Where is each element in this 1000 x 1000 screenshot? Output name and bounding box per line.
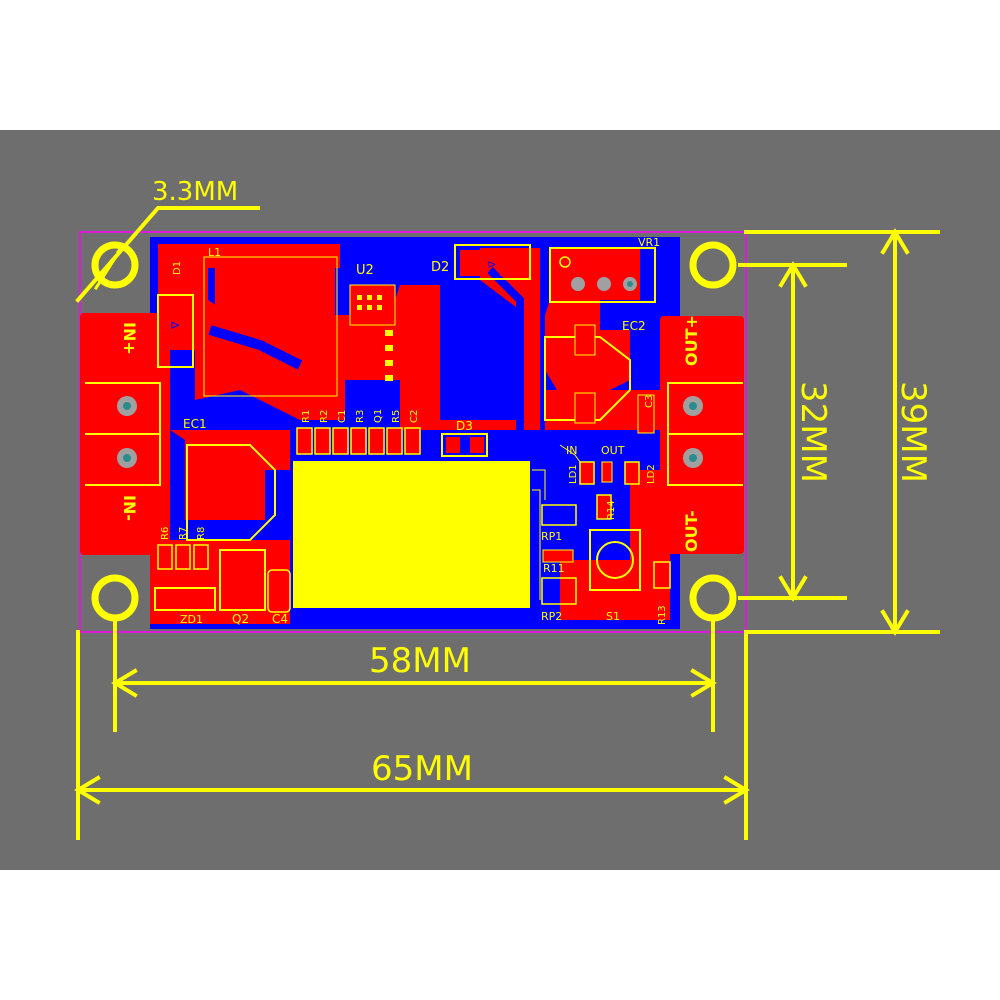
label-c3: C3: [644, 395, 655, 408]
copper-pour-bottom-left: [170, 430, 290, 520]
dimension-annotations: [74, 206, 940, 840]
label-r2: R2: [319, 410, 330, 423]
ic-u2: [349, 284, 396, 326]
label-r14: R14: [606, 500, 617, 520]
led-ld1: [579, 461, 595, 485]
label-d3: D3: [456, 419, 473, 433]
dimension-58mm: [111, 618, 717, 732]
dimension-label-65mm: 65MM: [371, 749, 473, 789]
svg-text:⊳: ⊳: [487, 258, 496, 271]
resistor-r13: [653, 561, 671, 589]
label-s1: S1: [606, 610, 620, 623]
copper-pour-top-right: [545, 247, 640, 395]
label-in-led: IN: [566, 444, 577, 457]
label-out-led: OUT: [601, 444, 625, 457]
copper-pour-bottom-right: [630, 470, 670, 620]
switch-s1: [589, 529, 641, 591]
signal-traces: [532, 444, 581, 600]
dimension-label-hole-diameter: 3.3MM: [152, 177, 238, 207]
label-q1: Q1: [373, 409, 384, 423]
label-u2: U2: [356, 263, 374, 278]
label-r11: R11: [543, 562, 565, 575]
label-r13: R13: [657, 605, 668, 625]
trimmer-vr1: [549, 247, 656, 303]
diode-d1: [157, 294, 194, 368]
label-out-plus: OUT+: [682, 315, 701, 366]
diode-d1-symbol: ⊳: [170, 318, 180, 332]
hole-diameter-leader: [75, 206, 260, 303]
output-terminal-block: [667, 382, 743, 486]
zener-zd1: [154, 587, 216, 611]
control-module: [293, 461, 530, 608]
capacitor-ec2-outline: [544, 336, 631, 421]
capacitor-ec1-outline: [186, 444, 276, 541]
label-ld2: LD2: [646, 464, 657, 484]
mounting-hole-top-left: [91, 241, 139, 289]
label-c4: C4: [272, 612, 288, 626]
label-ec1: EC1: [183, 417, 207, 431]
label-l1: L1: [208, 246, 221, 259]
resistor-pack-rp1: [541, 504, 577, 526]
pcb-board: ⊳ ⊳: [79, 231, 747, 633]
label-ec2: EC2: [622, 319, 646, 333]
switch-s1-actuator: [596, 541, 634, 579]
mounting-hole-top-right: [689, 241, 737, 289]
label-r1: R1: [301, 410, 312, 423]
trace-inductor-to-ic: [208, 325, 303, 370]
led-ld2: [624, 461, 640, 485]
resistor-r11: [542, 549, 574, 563]
input-terminal-block: [85, 382, 161, 486]
dimension-label-32mm: 32MM: [793, 381, 833, 483]
transistor-q2: [219, 549, 266, 611]
label-vr1: VR1: [638, 236, 660, 249]
dimension-39mm: [744, 228, 940, 636]
ic-u2-pins: [357, 295, 393, 381]
capacitor-c3: [637, 394, 655, 434]
label-rp2: RP2: [541, 610, 562, 623]
label-q2: Q2: [232, 612, 249, 626]
resistor-group-r6-r8: [157, 544, 209, 570]
label-in-minus: IN-: [120, 495, 139, 521]
label-r6: R6: [160, 527, 171, 540]
resistor-pack-rp2: [541, 577, 577, 605]
label-pad-6: 6: [466, 345, 480, 370]
label-rp1: RP1: [541, 530, 562, 543]
diode-d2: [454, 244, 531, 280]
label-r7: R7: [178, 527, 189, 540]
label-in-plus: IN+: [120, 322, 139, 355]
dimension-65mm: [74, 630, 750, 840]
label-ld1: LD1: [568, 464, 579, 484]
resistor-r14: [596, 494, 612, 520]
dimension-32mm: [738, 261, 847, 602]
label-d1: D1: [172, 261, 183, 275]
dimension-label-39mm: 39MM: [893, 381, 933, 483]
label-r5: R5: [391, 410, 402, 423]
dimension-label-58mm: 58MM: [369, 641, 471, 681]
trimmer-vr1-pin-1: [571, 277, 585, 291]
inductor-l1-outline: [203, 256, 338, 397]
label-c1: C1: [337, 410, 348, 423]
label-zd1: ZD1: [180, 613, 203, 626]
component-row-top: [296, 427, 421, 455]
label-c2: C2: [409, 410, 420, 423]
copper-pour-inductor: [215, 248, 540, 430]
label-r3: R3: [355, 410, 366, 423]
diode-d3: [441, 433, 488, 457]
trimmer-vr1-pin-2: [597, 277, 611, 291]
label-d2: D2: [431, 260, 449, 275]
label-r8: R8: [196, 527, 207, 540]
capacitor-c4: [267, 569, 291, 613]
label-out-minus: OUT-: [682, 510, 701, 552]
